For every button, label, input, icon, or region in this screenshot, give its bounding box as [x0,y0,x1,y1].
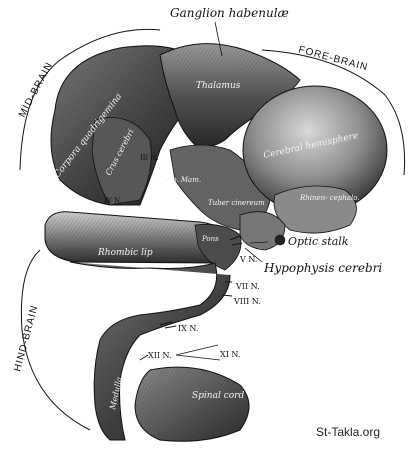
label-iv-n: IV N. [104,197,122,205]
label-viii-n: VIII N. [233,297,261,306]
label-corp-mam: Corp. Mam. [159,176,201,184]
label-ganglion-habenulae: Ganglion habenulæ [170,6,289,20]
label-pons: Pons [201,235,219,243]
label-v-n: V N. [239,255,257,264]
medulla-region [69,261,231,441]
nerve-roots [159,235,243,329]
label-optic-stalk: Optic stalk [288,235,349,248]
label-xii-n: XII N. [148,351,172,360]
label-midbrain: MID-BRAIN [17,60,55,119]
label-hindbrain: HIND-BRAIN [12,304,40,373]
label-vii-n: VII N. [235,282,260,291]
label-ix-n: IX N. [178,324,198,333]
leader-lines [139,21,269,361]
midbrain-bracket [19,28,161,171]
forebrain-bracket [261,49,406,176]
label-xi-n: XI N. [220,350,240,359]
label-iii-n: III N. [140,154,158,162]
hindbrain-bracket [20,249,91,431]
label-rhombic-lip: Rhombic lip [97,248,153,258]
label-forebrain: FORE-BRAIN [297,44,369,73]
label-thalamus: Thalamus [196,81,241,91]
watermark: St-Takla.org [316,425,380,439]
pons-region [194,224,242,271]
label-spinal-cord: Spinal cord [192,391,244,401]
label-tuber-cinereum: Tuber cinereum [208,199,265,207]
label-rhinencephalon: Rhinen- cephalo. [299,194,360,202]
label-hypophysis-cerebri: Hypophysis cerebri [263,261,382,275]
